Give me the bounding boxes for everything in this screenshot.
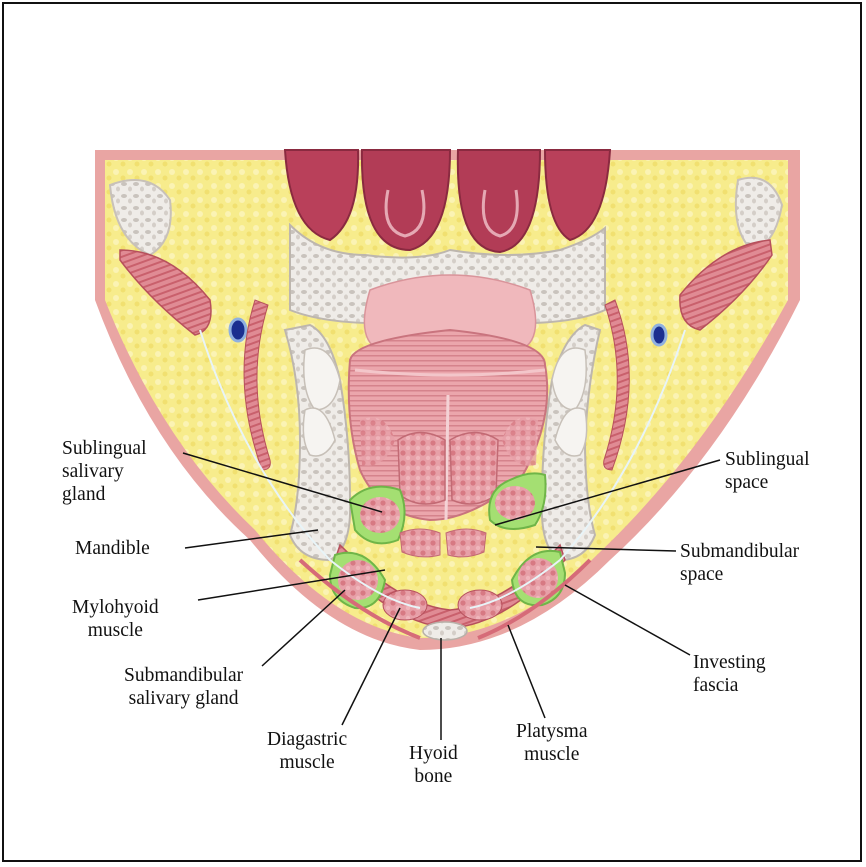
label-mandible: Mandible [75,537,150,560]
label-hyoid-bone: Hyoid bone [409,742,458,788]
sublingual-salivary-gland-left [360,497,400,533]
genioglossus-left [398,433,445,505]
genioglossus-right [450,433,498,505]
hyoid-bone [423,622,467,640]
leader-submandibular-gland [262,590,345,666]
label-investing-fascia: Investing fascia [693,651,766,697]
label-platysma-muscle: Platysma muscle [516,720,588,766]
facial-vein-left [230,319,246,341]
leader-platysma [508,625,545,718]
label-submandibular-space: Submandibular space [680,540,799,586]
tongue-septum [446,395,448,520]
geniohyoid-left [400,529,440,557]
leader-investing-fascia [565,585,690,655]
label-sublingual-space: Sublingual space [725,448,810,494]
label-sublingual-salivary-gland: Sublingual salivary gland [62,437,147,506]
geniohyoid-right [446,529,486,557]
label-submandibular-salivary-gland: Submandibular salivary gland [124,664,243,710]
label-diagastric-muscle: Diagastric muscle [267,728,347,774]
facial-vein-right [652,325,666,345]
label-mylohyoid-muscle: Mylohyoid muscle [72,596,159,642]
